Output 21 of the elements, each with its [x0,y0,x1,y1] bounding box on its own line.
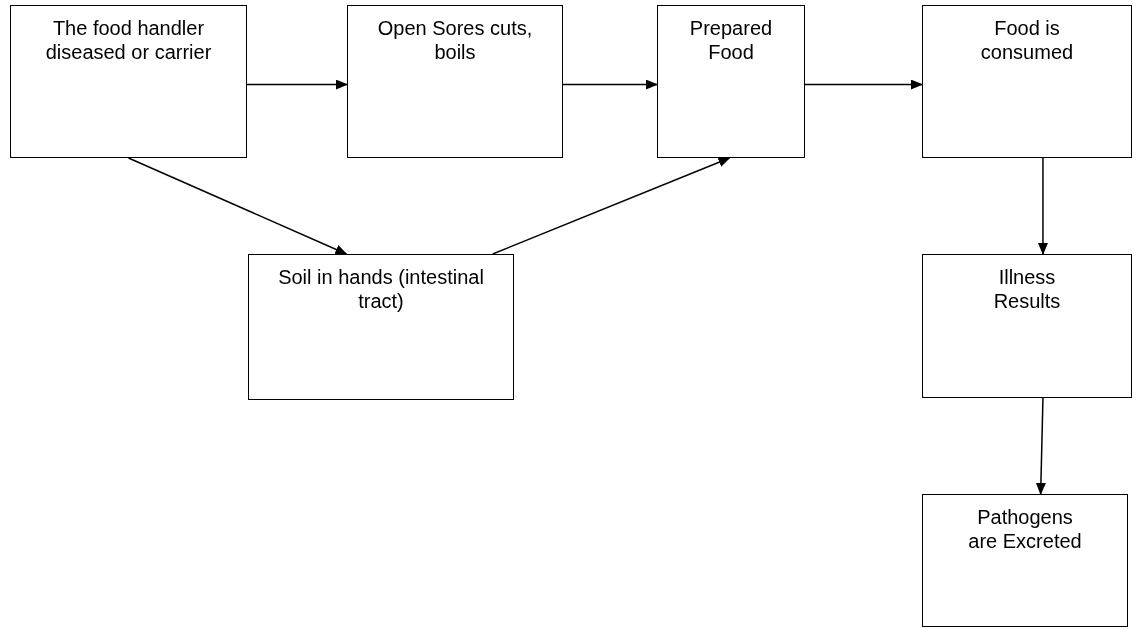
box-label: Prepared Food [688,16,774,64]
process-box [347,5,563,158]
box-label: Pathogens are Excreted [967,505,1083,553]
process-box [922,494,1128,627]
process-box [10,5,247,158]
process-box [248,254,514,400]
arrow [1035,397,1046,495]
box-label: Illness Results [992,265,1062,313]
process-box [657,5,805,158]
box-label: Soil in hands (intestinal tract) [277,265,485,313]
box-label: The food handler diseased or carrier [44,16,213,64]
arrow [1037,157,1048,255]
arrow [246,79,348,90]
arrow [127,157,348,255]
arrow [804,79,923,90]
arrow [562,79,658,90]
arrow [491,157,731,255]
box-label: Open Sores cuts, boils [376,16,534,64]
box-label: Food is consumed [979,16,1075,64]
process-box [922,254,1132,398]
process-box [922,5,1132,158]
